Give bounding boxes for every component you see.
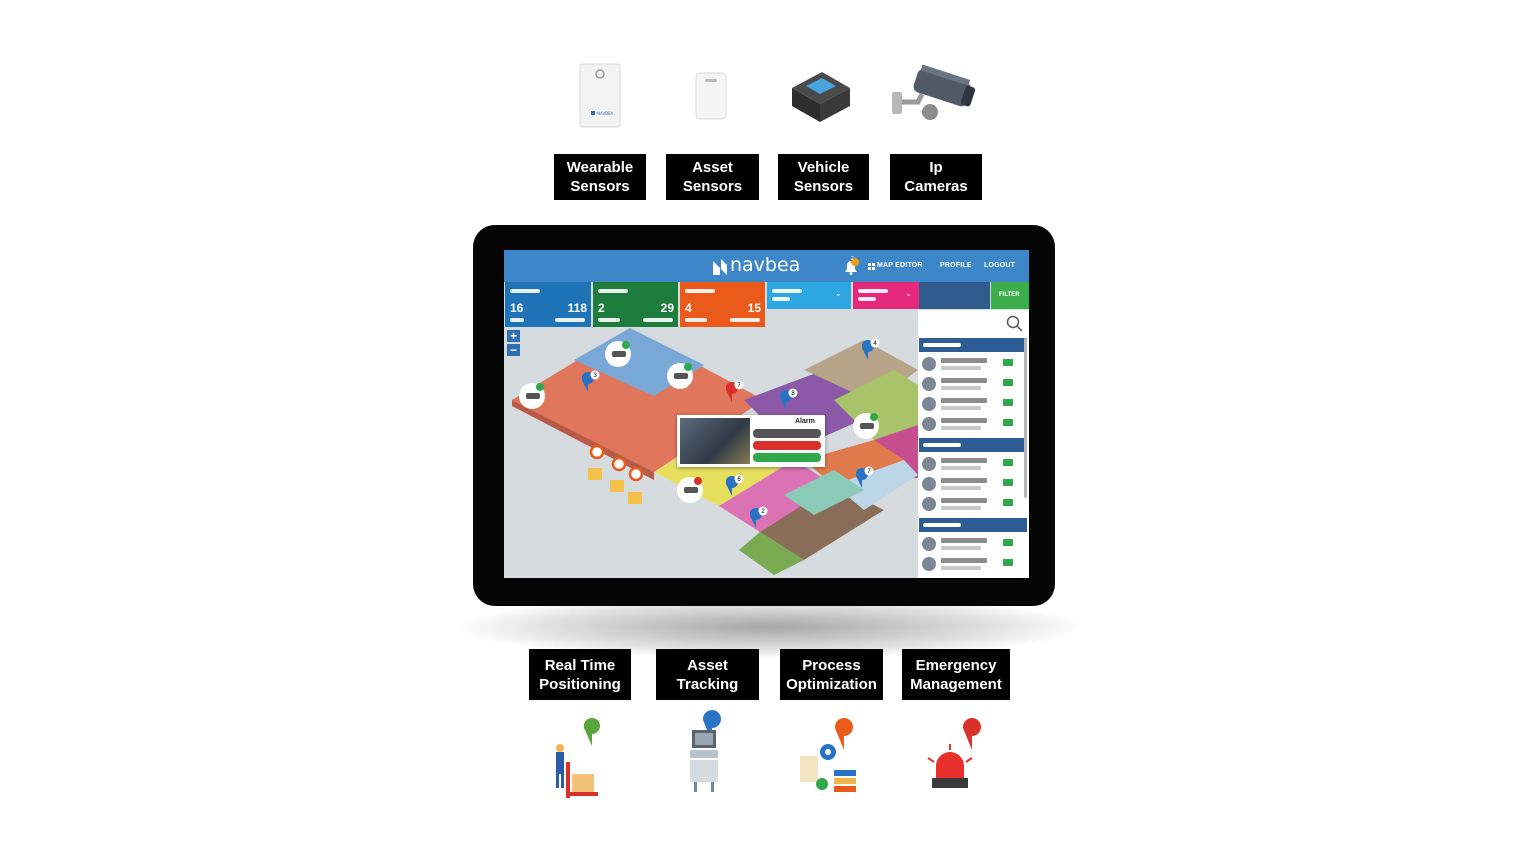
- chevron-down-icon: ⌄: [905, 289, 912, 298]
- camera-marker-icon[interactable]: [518, 382, 546, 410]
- stat-card-orange[interactable]: 4 15: [680, 282, 765, 327]
- list-item[interactable]: [919, 474, 1027, 494]
- camera-marker-icon[interactable]: [676, 476, 704, 504]
- pin-number: 7: [737, 383, 741, 389]
- location-pin-icon[interactable]: 8: [780, 388, 798, 412]
- list-item[interactable]: [919, 374, 1027, 394]
- location-pin-icon[interactable]: 7: [726, 380, 744, 404]
- grid-icon: [868, 263, 875, 270]
- search-icon[interactable]: [1006, 315, 1024, 333]
- camera-marker-icon[interactable]: [666, 362, 694, 390]
- forklift-group-icon[interactable]: [586, 444, 656, 510]
- list-item[interactable]: [919, 454, 1027, 474]
- device-shadow: [460, 596, 1080, 658]
- zoom-in-button[interactable]: +: [507, 330, 520, 342]
- stat-right-value: 118: [567, 301, 587, 315]
- map-editor-link[interactable]: MAP EDITOR: [877, 262, 923, 269]
- scrollbar[interactable]: [1024, 338, 1027, 498]
- list-group-header: [919, 518, 1027, 532]
- list-item[interactable]: [919, 534, 1027, 554]
- profile-link[interactable]: PROFILE: [940, 262, 972, 269]
- camera-marker-icon[interactable]: [852, 412, 880, 440]
- filter-label: FILTER: [999, 292, 1020, 298]
- stat-right-value: 15: [747, 301, 761, 315]
- list-item[interactable]: [919, 414, 1027, 434]
- location-pin-icon[interactable]: 7: [856, 466, 874, 490]
- location-pin-icon[interactable]: 3: [582, 370, 600, 394]
- process-optimization-label: Process Optimization: [780, 649, 883, 700]
- stat-left-value: 2: [598, 301, 605, 315]
- logout-link[interactable]: LOGOUT: [984, 262, 1016, 269]
- camera-marker-icon[interactable]: [604, 340, 632, 368]
- bell-icon[interactable]: [842, 258, 860, 276]
- stat-card-green[interactable]: 2 29: [593, 282, 678, 327]
- chevron-down-icon: ⌄: [835, 289, 842, 298]
- ip-cameras-label: Ip Cameras: [890, 154, 982, 200]
- siren-icon: [926, 714, 988, 794]
- location-pin-icon[interactable]: 6: [726, 474, 744, 498]
- location-pin-icon[interactable]: 4: [862, 338, 880, 362]
- list-item[interactable]: [919, 494, 1027, 514]
- app-logo: navbea: [730, 254, 801, 276]
- stat-right-value: 29: [660, 301, 674, 315]
- asset-tracking-label: Asset Tracking: [656, 649, 759, 700]
- wearable-sensors-label: Wearable Sensors: [554, 154, 646, 200]
- stat-left-value: 4: [685, 301, 692, 315]
- process-gear-icon: [798, 714, 860, 800]
- pin-number: 2: [761, 509, 765, 515]
- pin-number: 8: [791, 391, 795, 397]
- vehicle-sensor-icon: [786, 66, 856, 126]
- navbea-logo-icon: [713, 259, 727, 275]
- alarm-title: Alarm: [795, 418, 815, 425]
- filter-button[interactable]: FILTER: [991, 282, 1029, 309]
- notification-count: 2: [851, 256, 854, 262]
- asset-sensors-label: Asset Sensors: [666, 154, 759, 200]
- filter-tab-navy[interactable]: [919, 282, 990, 309]
- stat-left-value: 16: [510, 301, 524, 315]
- stat-card-blue[interactable]: 16 118: [505, 282, 591, 327]
- alarm-popup[interactable]: Alarm: [677, 415, 825, 467]
- wearable-sensor-icon: NAVBEA: [578, 62, 624, 130]
- pin-number: 4: [873, 341, 877, 347]
- real-time-positioning-label: Real Time Positioning: [529, 649, 631, 700]
- app-screen: navbea 2 MAP EDITOR PROFILE LOGOUT 16 11…: [504, 250, 1029, 578]
- filter-tab-cyan[interactable]: ⌄: [767, 282, 851, 309]
- asset-sensor-icon: [693, 70, 729, 122]
- emergency-management-label: Emergency Management: [902, 649, 1010, 700]
- vehicle-sensors-label: Vehicle Sensors: [778, 154, 869, 200]
- medical-cart-icon: [684, 708, 732, 796]
- list-group-header: [919, 338, 1027, 352]
- pin-number: 6: [737, 477, 741, 483]
- list-group-header: [919, 438, 1027, 452]
- camera-feed-thumbnail: [680, 418, 750, 464]
- location-pin-icon[interactable]: 2: [750, 506, 768, 530]
- worker-forklift-icon: [548, 714, 608, 804]
- pin-number: 7: [867, 469, 871, 475]
- people-list-panel: [918, 310, 1029, 578]
- brand-text: NAVBEA: [597, 111, 613, 116]
- list-item[interactable]: [919, 354, 1027, 374]
- ip-camera-icon: [888, 64, 978, 126]
- pin-number: 3: [593, 373, 597, 379]
- app-header: navbea 2 MAP EDITOR PROFILE LOGOUT: [504, 250, 1029, 282]
- list-item[interactable]: [919, 394, 1027, 414]
- filter-tab-pink[interactable]: ⌄: [853, 282, 919, 309]
- zoom-out-button[interactable]: −: [507, 344, 520, 356]
- list-item[interactable]: [919, 554, 1027, 574]
